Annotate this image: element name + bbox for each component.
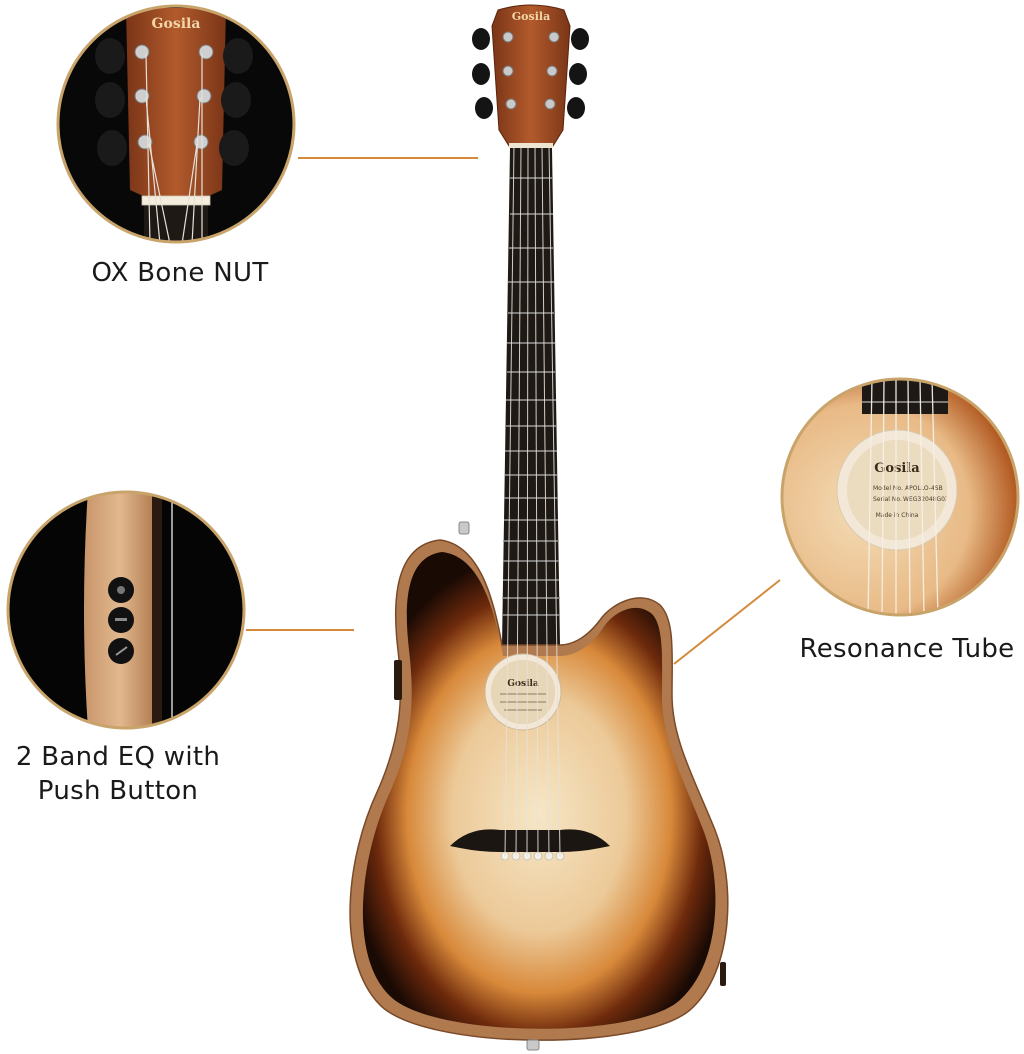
- side-eq-panel: [394, 660, 402, 700]
- strings: [504, 144, 561, 857]
- zoom-label-model: APOLLO-4SB: [905, 485, 943, 492]
- headstock: Gosila: [472, 4, 589, 147]
- strap-button-bottom: [526, 1039, 540, 1051]
- zoom-tube-logo: Gosila: [874, 461, 920, 476]
- callout-label-eq: 2 Band EQ with Push Button: [0, 740, 236, 808]
- zoom-circle-tube: Gosila Model No. APOLLO-4SB Serial No. W…: [780, 377, 1020, 617]
- strap-button-top: [458, 521, 470, 535]
- eq-knob-top: [108, 577, 134, 603]
- nut: [509, 143, 553, 148]
- zoom-label-model-prefix: Model No.: [873, 485, 903, 492]
- callout-label-eq-line1: 2 Band EQ with: [15, 742, 221, 772]
- callout-label-eq-line2: Push Button: [37, 776, 199, 806]
- sound-hole-logo: Gosila: [507, 679, 539, 689]
- guitar: Gosila: [349, 4, 729, 1051]
- zoom-label-serial: WEG32048G021: [903, 496, 953, 503]
- eq-push-button: [108, 638, 134, 664]
- output-jack: [720, 962, 726, 986]
- headstock-logo: Gosila: [512, 10, 550, 23]
- frets: [502, 177, 560, 616]
- bone-nut: [141, 195, 211, 206]
- zoom-circle-eq: [6, 490, 246, 730]
- guitar-body-top: [362, 552, 716, 1029]
- zoom-label-origin: Made in China: [876, 512, 919, 519]
- bridge: [450, 829, 610, 852]
- callout-label-nut: OX Bone NUT: [91, 258, 269, 288]
- zoom-nut-logo: Gosila: [152, 16, 201, 32]
- zoom-circle-nut: Gosila: [56, 4, 296, 244]
- sound-hole-label: Gosila: [491, 660, 555, 724]
- zoom-label-serial-prefix: Serial No.: [873, 496, 902, 503]
- callout-label-tube: Resonance Tube: [799, 634, 1015, 664]
- leader-line-tube: [673, 579, 781, 665]
- eq-knob-middle: [108, 607, 134, 633]
